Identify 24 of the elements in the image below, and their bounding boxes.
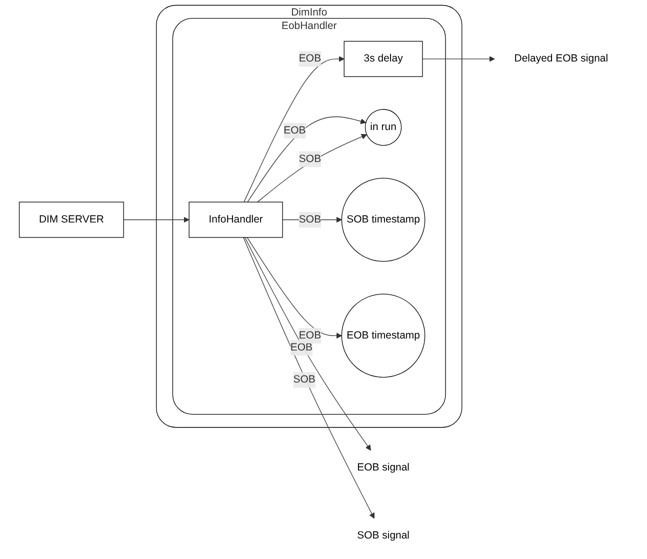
arrow <box>244 56 344 202</box>
arrow <box>243 237 374 519</box>
node-circle: in run <box>364 109 402 146</box>
edge-label: EOB <box>284 124 306 136</box>
edge-label: EOB <box>298 53 322 64</box>
arrow <box>246 237 342 339</box>
node-circle: SOB timestamp <box>341 178 426 262</box>
arrow <box>123 216 190 223</box>
node-text: Delayed EOB signal <box>514 53 608 64</box>
arrow <box>247 116 366 202</box>
node-text: EOB signal <box>357 462 410 474</box>
node-text: SOB signal <box>357 530 410 542</box>
node-circle: EOB timestamp <box>341 294 426 378</box>
edge-label: SOB <box>293 374 316 386</box>
node-box: InfoHandler <box>188 202 283 238</box>
arrow <box>422 56 495 62</box>
node-box: DIM SERVER <box>18 202 124 238</box>
edge-label: EOB <box>298 330 322 341</box>
arrow <box>257 134 368 202</box>
node-box: 3s delay <box>344 40 423 77</box>
arrow <box>244 237 372 451</box>
edge-label: SOB <box>298 214 322 225</box>
edge-label: EOB <box>290 342 312 353</box>
edge-label: SOB <box>298 153 322 164</box>
